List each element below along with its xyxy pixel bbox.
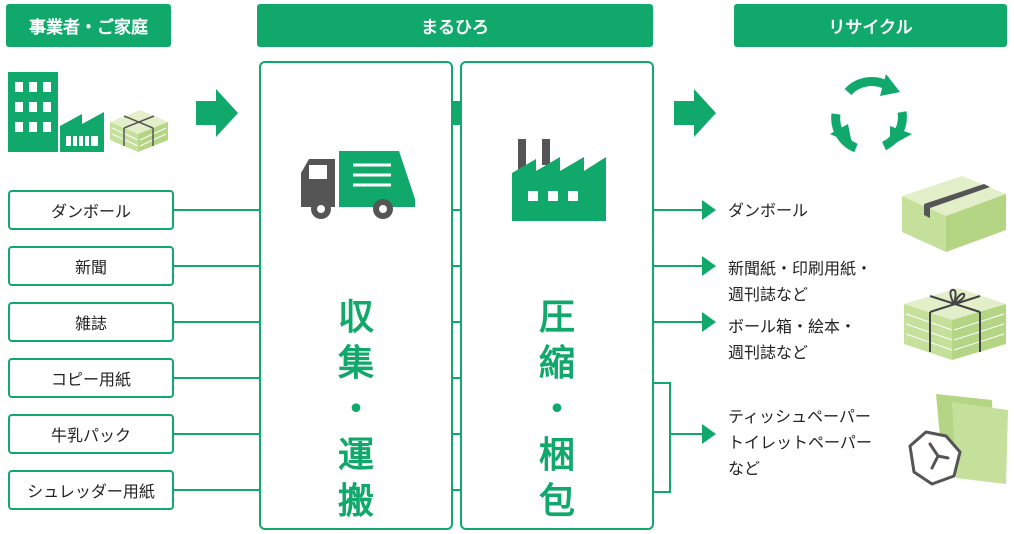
output-tissue: ティッシュペーパー トイレットペーパー など [728, 407, 872, 478]
source-item-newspaper: 新聞 [8, 246, 174, 286]
output-cardboard: ダンボール [728, 201, 809, 220]
recycle-icon [830, 74, 912, 153]
source-item-magazine: 雑誌 [8, 302, 174, 342]
source-item-shredder-paper: シュレッダー用紙 [8, 470, 174, 510]
garbage-truck-icon [301, 151, 415, 219]
building-icon [8, 72, 168, 152]
source-item-copy-paper: コピー用紙 [8, 358, 174, 398]
collect-transport-label: 収 集 ・ 運 搬 [337, 297, 374, 522]
source-item-milk-carton: 牛乳パック [8, 414, 174, 454]
collect-panel: 収 集 ・ 運 搬 [259, 61, 453, 530]
compress-pack-label: 圧 縮 ・ 梱 包 [538, 297, 575, 522]
header-recycle: リサイクル [734, 4, 1007, 47]
output-boxboard: ボール箱・絵本・ 週刊誌など [728, 317, 857, 362]
tissue-icon [908, 394, 1008, 486]
factory-small-icon [60, 112, 104, 152]
paper-bundle-icon [110, 110, 168, 152]
factory-icon [512, 139, 606, 221]
header-company: まるひろ [257, 4, 653, 47]
compress-panel: 圧 縮 ・ 梱 包 [460, 61, 654, 530]
cardboard-box-icon [902, 176, 1006, 252]
header-source: 事業者・ご家庭 [6, 4, 171, 47]
paper-stack-icon [904, 288, 1006, 360]
output-newsprint: 新聞紙・印刷用紙・ 週刊誌など [728, 259, 873, 304]
source-item-cardboard: ダンボール [8, 190, 174, 230]
